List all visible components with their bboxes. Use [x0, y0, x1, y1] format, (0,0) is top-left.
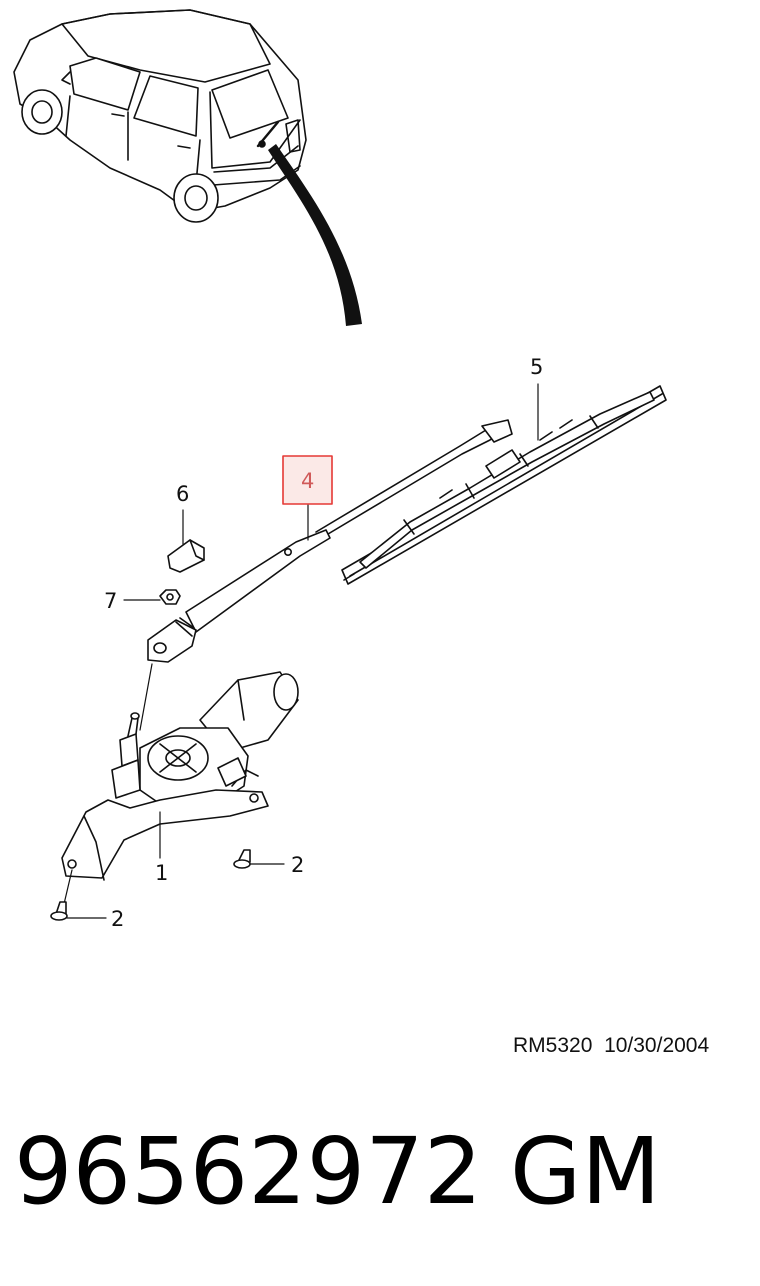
reference-code: RM5320: [513, 1034, 593, 1057]
diagram-reference: RM5320 10/30/2004: [513, 1034, 753, 1058]
callout-4: 4: [301, 469, 314, 493]
brand-label: GM: [510, 1118, 661, 1225]
reference-date: 10/30/2004: [604, 1034, 710, 1057]
hatchback-car-icon: [13, 9, 307, 223]
bolt-icon: [233, 849, 251, 869]
bolt-icon: [50, 901, 68, 921]
callout-6: 6: [176, 482, 189, 506]
wiper-blade-icon: [341, 385, 667, 585]
cap-icon: [167, 539, 205, 573]
nut-icon: [159, 589, 181, 605]
pointer-arrow-icon: [268, 144, 362, 326]
callout-5: 5: [530, 355, 543, 379]
part-number: 96562972: [14, 1118, 483, 1225]
callout-1: 1: [155, 861, 168, 885]
wiper-arm-icon: [147, 419, 513, 663]
highlight-box: [282, 455, 333, 505]
callout-7: 7: [104, 589, 117, 613]
callout-2b: 2: [111, 907, 124, 931]
wiper-motor-icon: [61, 671, 299, 881]
callout-2a: 2: [291, 853, 304, 877]
